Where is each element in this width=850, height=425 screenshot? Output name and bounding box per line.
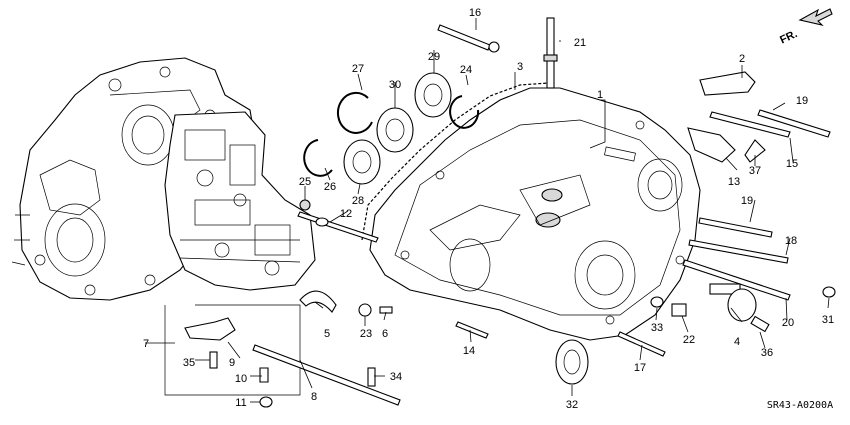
callout-32: 32	[566, 399, 578, 411]
bolt-17	[617, 331, 666, 357]
shaft-12	[297, 211, 379, 243]
stud-21	[543, 17, 558, 89]
bolt-16	[437, 24, 500, 53]
callout-11: 11	[235, 397, 246, 409]
transmission-housing	[369, 87, 701, 341]
callout-5: 5	[324, 328, 330, 340]
callout-2: 2	[739, 53, 745, 65]
callout-26: 26	[324, 181, 336, 193]
callout-13: 13	[728, 176, 740, 188]
callout-37: 37	[749, 165, 761, 177]
bolt-19-upper	[757, 109, 831, 138]
callout-18: 18	[785, 235, 797, 247]
washer-31	[822, 286, 836, 298]
callout-30: 30	[389, 79, 401, 91]
callout-34: 34	[390, 371, 402, 383]
bracket-2	[699, 71, 756, 96]
snap-ring-27	[337, 91, 373, 134]
bolt-14	[455, 321, 489, 339]
callout-35: 35	[183, 357, 195, 369]
callout-labels: 1 2 3 4 5 6 7 8 9 10 11 12 13 14 15 16 1…	[143, 7, 834, 411]
front-direction-arrow	[798, 8, 833, 26]
callout-6: 6	[382, 328, 388, 340]
bolt-15	[709, 111, 791, 138]
bolt-36	[750, 315, 770, 333]
callout-36: 36	[761, 347, 773, 359]
callout-29: 29	[428, 51, 440, 63]
snap-ring-24	[449, 95, 480, 129]
snap-ring-26	[303, 139, 333, 177]
callout-31: 31	[822, 314, 834, 326]
callout-14: 14	[463, 345, 475, 357]
callout-25: 25	[299, 176, 311, 188]
bolt-20	[682, 259, 791, 301]
sensor-4	[709, 283, 757, 322]
callout-1: 1	[597, 89, 603, 101]
callout-15: 15	[786, 158, 798, 170]
callout-27: 27	[352, 63, 364, 75]
callout-16: 16	[469, 7, 481, 19]
bolt-25	[299, 199, 311, 211]
washer-33	[650, 296, 664, 308]
bracket-13	[687, 127, 736, 163]
callout-21: 21	[574, 37, 586, 49]
callout-3: 3	[517, 61, 523, 73]
oil-seal-32	[555, 339, 589, 385]
callout-28: 28	[352, 195, 364, 207]
bearing-30	[376, 107, 414, 153]
front-direction-label: FR.	[778, 28, 799, 46]
callout-4: 4	[734, 336, 740, 348]
bearing-28	[343, 139, 381, 185]
leader-lines	[145, 18, 830, 403]
callout-23: 23	[360, 328, 372, 340]
shift-shaft-assembly	[164, 304, 401, 408]
callout-8: 8	[311, 391, 317, 403]
callout-9: 9	[229, 357, 235, 369]
callout-33: 33	[651, 322, 663, 334]
washer-23	[358, 303, 372, 317]
bolt-19-lower	[698, 217, 773, 238]
callout-7: 7	[143, 338, 149, 350]
callout-19-upper: 19	[796, 95, 808, 107]
callout-20: 20	[782, 317, 794, 329]
drawing-code: SR43-A0200A	[767, 400, 833, 411]
shift-fork-5	[299, 290, 337, 313]
bolt-37	[744, 139, 766, 163]
plug-22	[671, 303, 687, 317]
bearing-29	[414, 72, 452, 118]
callout-19-lower: 19	[741, 195, 753, 207]
callout-17: 17	[634, 362, 646, 374]
valve-body-assembly	[164, 111, 316, 291]
callout-10: 10	[235, 373, 247, 385]
callout-12: 12	[340, 208, 352, 220]
callout-22: 22	[683, 334, 695, 346]
bolt-18	[688, 239, 789, 264]
callout-24: 24	[460, 64, 472, 76]
